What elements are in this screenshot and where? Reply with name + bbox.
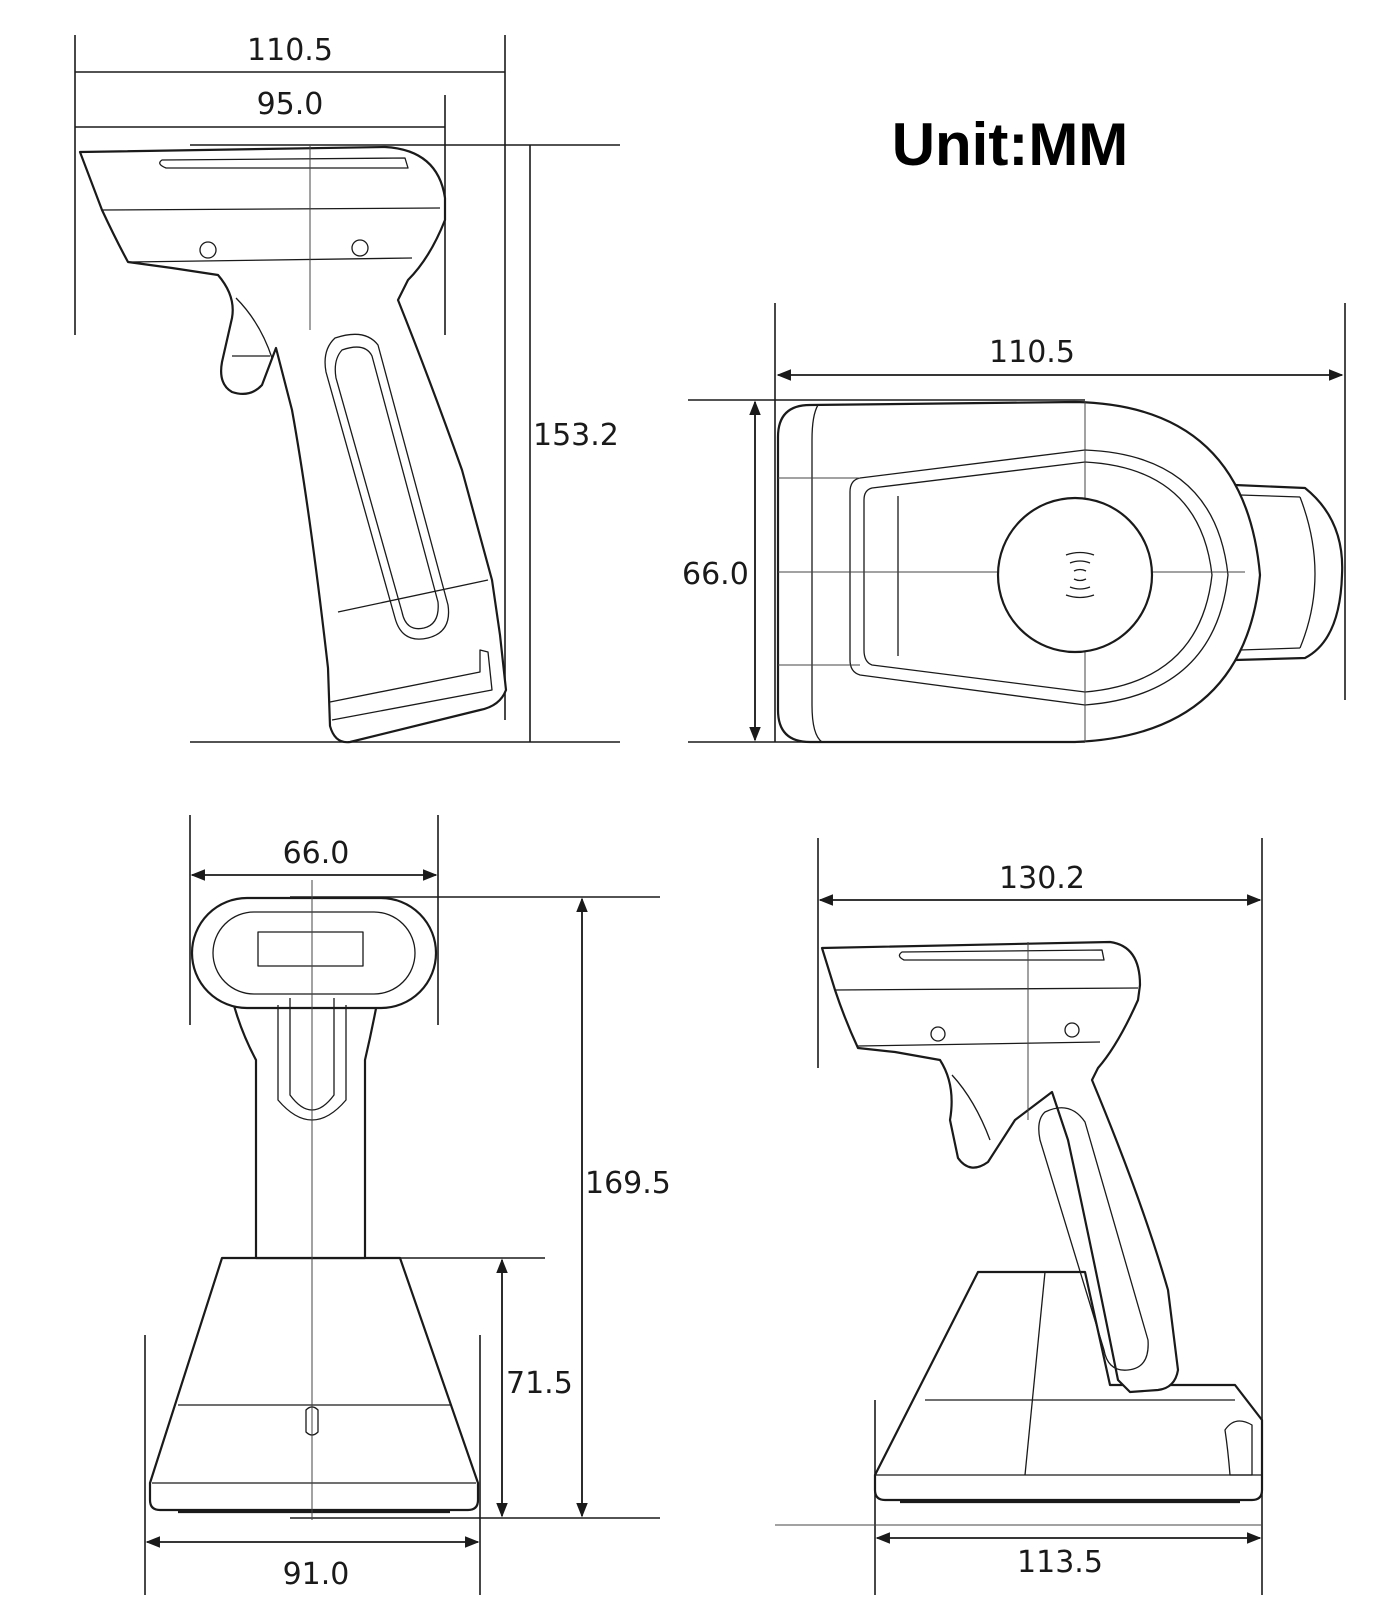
top-depth-label: 66.0	[682, 557, 749, 592]
wireless-charging-icon	[1065, 551, 1095, 599]
unit-label: Unit:MM	[892, 111, 1129, 178]
scanner-handle-front	[230, 996, 380, 1260]
front-height-total-label: 169.5	[585, 1166, 671, 1201]
scanner-docked-body	[820, 940, 1180, 1394]
side-view	[74, 35, 620, 744]
front-width-label: 66.0	[283, 836, 350, 871]
charging-base-side	[873, 1270, 1264, 1502]
docked-side-view	[775, 838, 1264, 1595]
top-view	[688, 303, 1346, 744]
scanner-trigger-top	[1233, 483, 1344, 662]
front-view	[144, 815, 660, 1595]
scanner-side-body	[78, 145, 508, 744]
dimension-arrows	[145, 369, 1344, 1548]
side-width-head-label: 95.0	[257, 87, 324, 122]
charging-base-front	[148, 1256, 480, 1512]
side-width-total-label: 110.5	[247, 33, 333, 68]
front-base-width-label: 91.0	[283, 1557, 350, 1592]
wireless-charging-pad	[996, 496, 1154, 654]
docked-width-total-label: 130.2	[999, 861, 1085, 896]
side-height-label: 153.2	[533, 418, 619, 453]
front-height-base-label: 71.5	[506, 1366, 573, 1401]
docked-base-width-label: 113.5	[1017, 1545, 1103, 1580]
scanner-head-front	[190, 896, 438, 1010]
top-width-label: 110.5	[989, 335, 1075, 370]
